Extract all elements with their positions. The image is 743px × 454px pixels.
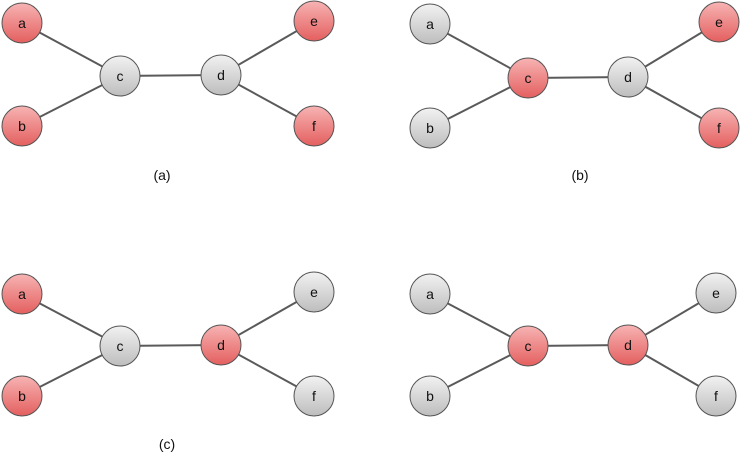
svg-text:c: c: [117, 338, 124, 354]
svg-text:c: c: [117, 68, 124, 84]
svg-text:b: b: [18, 118, 26, 134]
panel-caption: (b): [571, 167, 588, 183]
svg-text:f: f: [717, 120, 721, 136]
svg-text:d: d: [624, 337, 632, 353]
node-f: f: [293, 105, 335, 147]
node-c: c: [507, 325, 549, 367]
node-a: a: [1, 2, 43, 44]
node-f: f: [695, 375, 737, 417]
node-e: e: [698, 1, 740, 43]
node-c: c: [507, 57, 549, 99]
panel-caption: (c): [159, 436, 175, 452]
svg-text:d: d: [217, 67, 225, 83]
node-c: c: [99, 325, 141, 367]
svg-text:b: b: [426, 120, 434, 136]
svg-text:e: e: [310, 13, 318, 29]
svg-text:f: f: [714, 388, 718, 404]
svg-text:a: a: [426, 16, 434, 32]
node-b: b: [1, 375, 43, 417]
svg-text:c: c: [525, 338, 532, 354]
node-d: d: [607, 56, 649, 98]
node-b: b: [409, 107, 451, 149]
svg-text:b: b: [426, 388, 434, 404]
svg-text:f: f: [312, 118, 316, 134]
svg-text:e: e: [310, 284, 318, 300]
node-a: a: [1, 273, 43, 315]
panel-c: a b c d e f (c): [1, 271, 335, 452]
svg-text:a: a: [426, 286, 434, 302]
node-a: a: [409, 3, 451, 45]
node-d: d: [200, 324, 242, 366]
panel-d: a b c d e f: [409, 272, 737, 417]
svg-text:b: b: [18, 388, 26, 404]
panel-b: a b c d e f (b): [409, 1, 740, 183]
node-b: b: [1, 105, 43, 147]
node-f: f: [698, 107, 740, 149]
svg-text:a: a: [18, 286, 26, 302]
panel-a: a b c d e f (a): [1, 0, 335, 183]
svg-text:e: e: [715, 14, 723, 30]
node-f: f: [293, 375, 335, 417]
node-e: e: [293, 271, 335, 313]
node-d: d: [607, 324, 649, 366]
node-e: e: [695, 272, 737, 314]
svg-text:c: c: [525, 70, 532, 86]
node-a: a: [409, 273, 451, 315]
node-d: d: [200, 54, 242, 96]
svg-text:a: a: [18, 15, 26, 31]
svg-text:e: e: [712, 285, 720, 301]
svg-text:d: d: [217, 337, 225, 353]
node-b: b: [409, 375, 451, 417]
panel-caption: (a): [153, 167, 170, 183]
svg-text:f: f: [312, 388, 316, 404]
svg-text:d: d: [624, 69, 632, 85]
node-c: c: [99, 55, 141, 97]
node-e: e: [293, 0, 335, 42]
